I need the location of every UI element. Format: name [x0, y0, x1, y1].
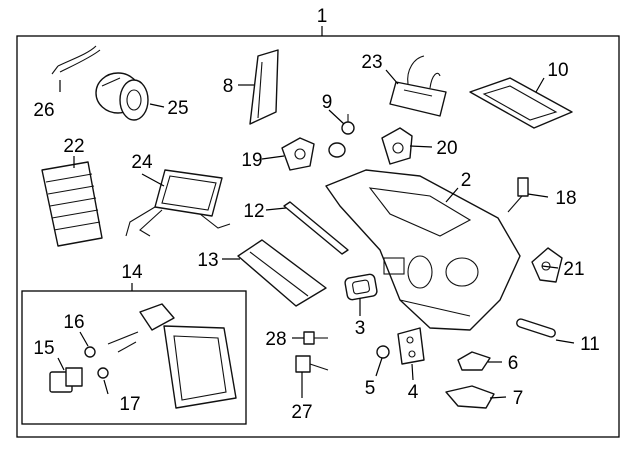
callout-22: 22: [63, 136, 84, 157]
part-24-heater-core-drawing: [125, 169, 231, 237]
callout-16: 16: [63, 312, 84, 333]
part-16-o-ring-drawing: [84, 346, 96, 358]
part-10-cover-drawing: [469, 77, 573, 129]
callout-2: 2: [461, 170, 472, 191]
callout-28: 28: [265, 329, 286, 350]
part-23-actuator-drawing: [389, 55, 447, 117]
callout-3: 3: [355, 318, 366, 339]
part-17-o-ring-drawing: [97, 367, 109, 379]
callout-23: 23: [361, 52, 382, 73]
leader-lines: [57, 69, 575, 399]
callout-5: 5: [365, 378, 376, 399]
callout-25: 25: [167, 98, 188, 119]
callout-17: 17: [119, 394, 140, 415]
part-4-bracket-drawing: [397, 327, 425, 365]
callout-21: 21: [563, 259, 584, 280]
callout-27: 27: [291, 402, 312, 423]
part-20-actuator-drawing: [381, 127, 413, 165]
part-2-hvac-case-drawing: [325, 169, 521, 331]
part-grommet-drawing: [328, 142, 346, 158]
part-26-harness-drawing: [51, 45, 101, 75]
part-21-actuator-drawing: [531, 247, 563, 283]
part-5-clip-drawing: [376, 345, 390, 359]
callout-12: 12: [243, 201, 264, 222]
callout-13: 13: [197, 250, 218, 271]
callout-15: 15: [33, 338, 54, 359]
callout-4: 4: [408, 382, 419, 403]
part-6-sensor-drawing: [457, 351, 491, 371]
callout-19: 19: [241, 150, 262, 171]
callout-10: 10: [547, 60, 568, 81]
part-11-seal-drawing: [516, 318, 556, 338]
part-15-valve-drawing: [49, 367, 83, 393]
assembly-frame: [16, 35, 620, 438]
part-9-clip-drawing: [341, 114, 355, 135]
callout-1: 1: [317, 6, 328, 27]
part-25-blower-motor-drawing: [95, 72, 149, 121]
callout-9: 9: [322, 92, 333, 113]
callout-20: 20: [436, 138, 457, 159]
part-18-sensor-drawing: [507, 177, 529, 213]
callout-6: 6: [508, 353, 519, 374]
part-19-actuator-drawing: [281, 137, 315, 171]
inset-frame-14: [21, 290, 247, 425]
callout-14: 14: [121, 262, 143, 283]
part-27-connector-drawing: [295, 355, 329, 373]
callout-11: 11: [580, 334, 600, 355]
part-13-duct-panel-drawing: [237, 239, 327, 307]
part-7-duct-drawing: [445, 385, 495, 409]
callout-7: 7: [513, 388, 524, 409]
part-28-screw-drawing: [303, 331, 328, 345]
callout-24: 24: [131, 152, 153, 173]
part-14-evaporator-drawing: [107, 303, 237, 409]
part-3-seal-drawing: [344, 273, 378, 301]
callout-18: 18: [555, 188, 576, 209]
callout-26: 26: [33, 100, 54, 121]
part-8-duct-drawing: [249, 49, 279, 125]
callout-8: 8: [223, 76, 234, 97]
part-22-cabin-filter-drawing: [41, 161, 103, 247]
part-12-seal-drawing: [283, 201, 349, 255]
